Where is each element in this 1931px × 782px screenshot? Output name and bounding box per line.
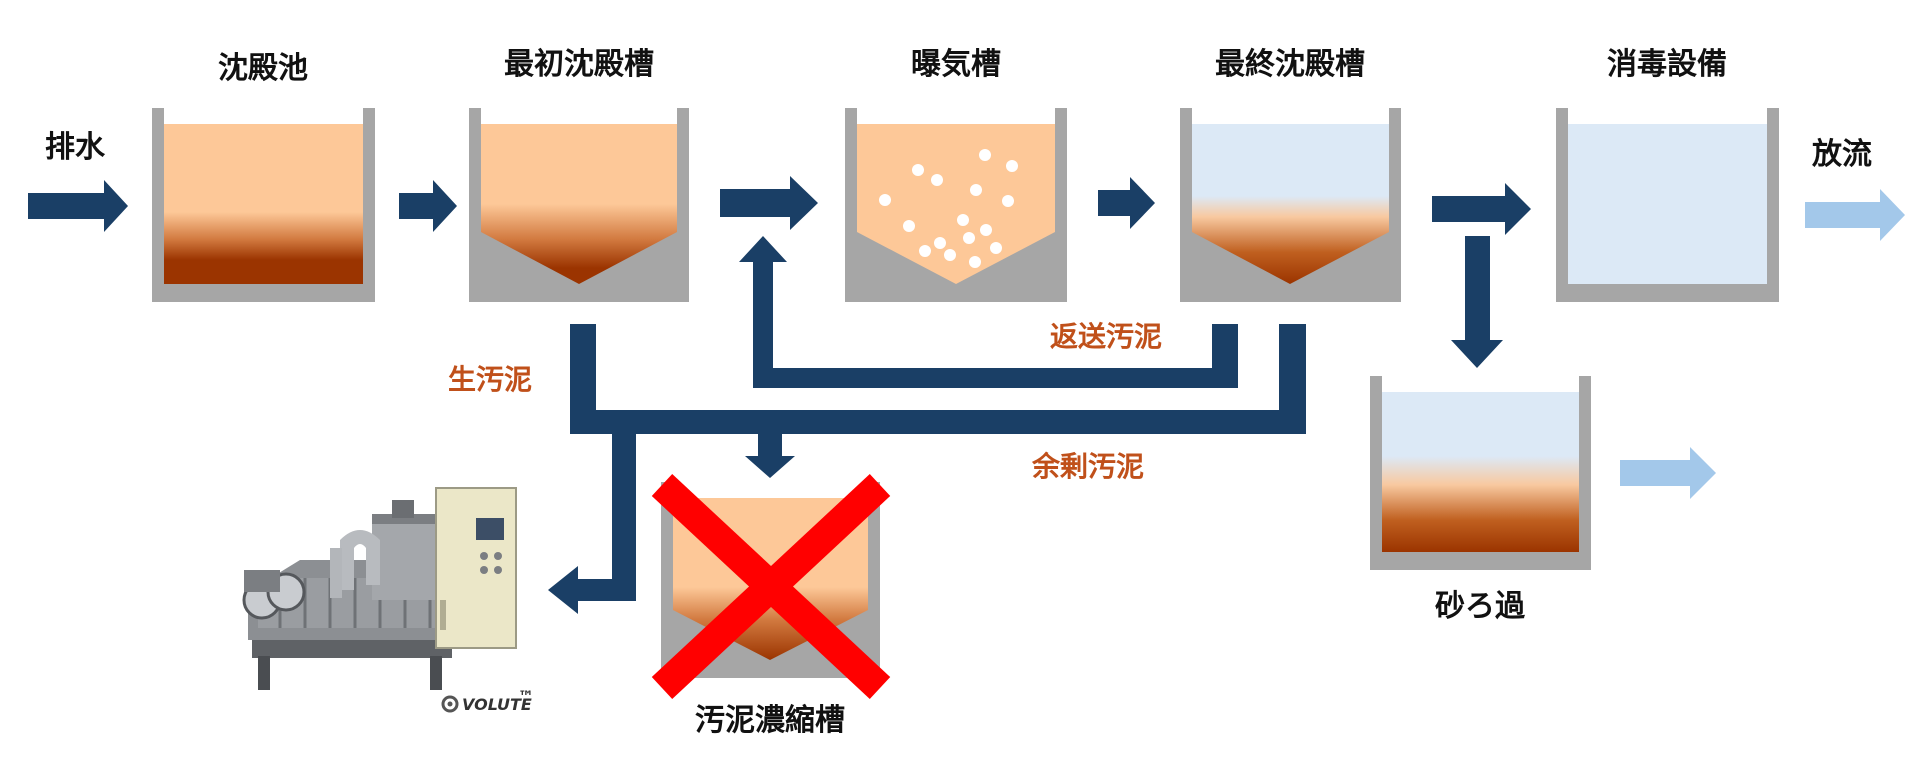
excess-sludge-label: 余剰汚泥: [1031, 450, 1144, 483]
outflow-arrow: [1805, 189, 1905, 241]
tank-final: [1180, 108, 1401, 302]
main-flow-arrows: [28, 176, 1531, 368]
inflow-label: 排水: [45, 130, 106, 165]
tank-label-aeration: 曝気槽: [911, 47, 1001, 82]
tank-sedimentation: [152, 108, 375, 302]
sludge-piping: [548, 236, 1306, 614]
machine-branch-arrow: [548, 434, 636, 614]
flow-arrow-2: [720, 176, 818, 230]
inflow-arrow: [28, 180, 128, 232]
tank-label-sedimentation: 沈殿池: [218, 51, 308, 86]
tank-label-final: 最終沈殿槽: [1215, 47, 1365, 82]
tank-sand-filter: [1370, 376, 1591, 570]
brand-tm: ™: [518, 687, 534, 706]
tank-label-primary: 最初沈殿槽: [504, 47, 654, 82]
volute-logo-icon: [441, 695, 459, 713]
tank-aeration: [845, 108, 1067, 302]
flow-arrow-3: [1098, 177, 1155, 229]
flow-arrow-down: [1451, 236, 1503, 368]
tank-label-sand-filter: 砂ろ過: [1435, 589, 1526, 624]
outflow-label: 放流: [1811, 137, 1872, 172]
air-bubbles: [879, 149, 1018, 268]
red-x-icon: [651, 474, 891, 699]
return-sludge-label: 返送汚泥: [1050, 320, 1162, 353]
sand-outflow-arrow: [1620, 447, 1716, 499]
raw-sludge-label: 生汚泥: [448, 363, 532, 396]
return-sludge-line: [739, 236, 1238, 388]
tank-label-thickener: 汚泥濃縮槽: [695, 703, 845, 738]
dewatering-machine-illustration: VOLUTE ™: [242, 487, 534, 714]
tank-label-disinfection: 消毒設備: [1607, 47, 1727, 82]
flow-arrow-1: [399, 180, 457, 232]
outflow-arrows: [1620, 189, 1905, 499]
brand-label: VOLUTE: [462, 695, 532, 714]
tank-disinfection: [1556, 108, 1779, 302]
flow-arrow-4: [1432, 183, 1531, 235]
thickener-branch-arrow: [745, 434, 795, 478]
tank-primary: [469, 108, 689, 302]
